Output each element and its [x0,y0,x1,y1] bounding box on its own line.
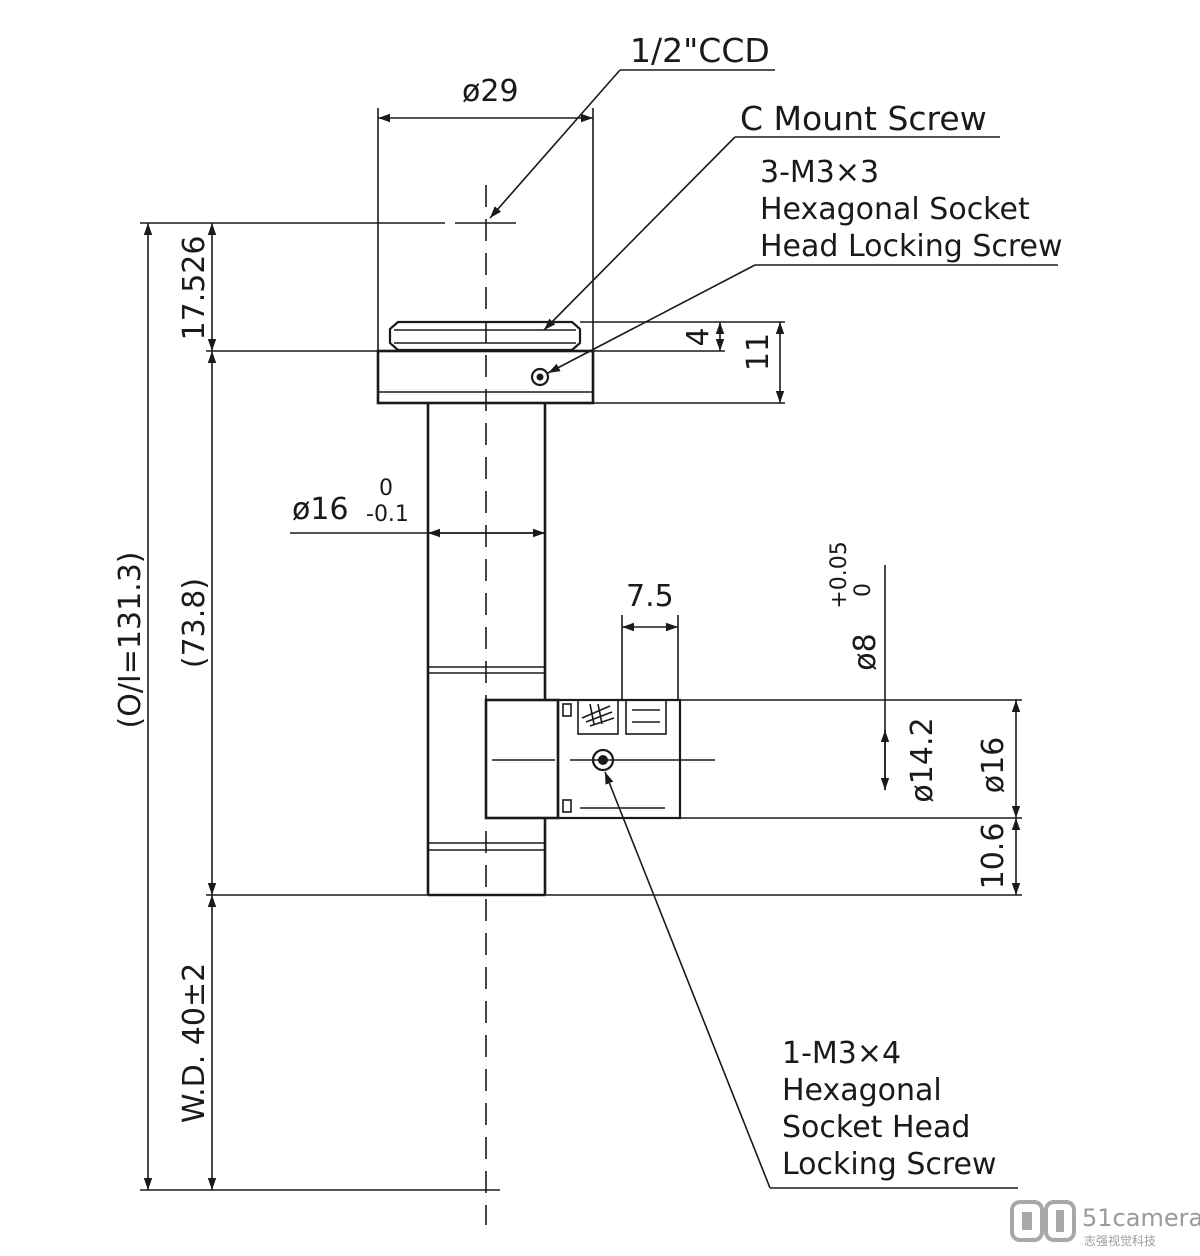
label-bottom-screw-line2: Hexagonal [782,1073,942,1108]
bottom-lock-screw-symbol [591,748,615,772]
top-lock-screw-symbol [530,367,550,387]
label-c-mount: C Mount Screw [740,99,987,138]
c-mount-thread [388,320,582,352]
side-light-port [484,698,890,820]
dim-text-16: ø16 [292,492,349,527]
leader-c-mount [543,136,736,331]
dim-text-17-526: 17.526 [177,236,212,341]
leader-ccd [489,69,621,219]
dim-text-dia8: ø8 [848,633,883,670]
dim-text-oi: (O/I=131.3) [113,552,148,729]
dim-text-16-right: ø16 [976,737,1011,794]
dim-text-73-8: (73.8) [177,578,212,668]
dim-text-14-2: ø14.2 [905,717,940,802]
label-top-screw-line1: 3-M3×3 [760,155,879,190]
dim-text-wd: W.D. 40±2 [177,963,212,1123]
leader-top-screw [547,264,756,374]
dim-text-7-5: 7.5 [626,579,674,614]
dim-text-11: 11 [741,333,776,371]
label-top-screw-line2: Hexagonal Socket [760,192,1030,227]
watermark-logo [1010,1200,1076,1242]
label-bottom-screw-line4: Locking Screw [782,1147,997,1182]
label-bottom-screw-line1: 1-M3×4 [782,1036,901,1071]
label-bottom-screw-line3: Socket Head [782,1110,970,1145]
label-ccd: 1/2"CCD [630,31,770,70]
watermark-sub: 志强视觉科技 [1084,1233,1156,1248]
watermark-brand: 51camera [1082,1204,1200,1232]
dim-text-16-tol-lower: -0.1 [366,502,409,527]
dim-text-dia8-tol-lower: 0 [851,583,876,597]
label-top-screw-line3: Head Locking Screw [760,229,1063,264]
dim-text-10-6: 10.6 [976,823,1011,890]
dim-text-4: 4 [681,327,716,346]
dim-text-29: ø29 [462,74,519,109]
dim-text-16-tol-upper: 0 [379,476,393,501]
leader-bottom-screw [604,771,771,1189]
dim-text-dia8-tol-upper: +0.05 [827,541,852,608]
